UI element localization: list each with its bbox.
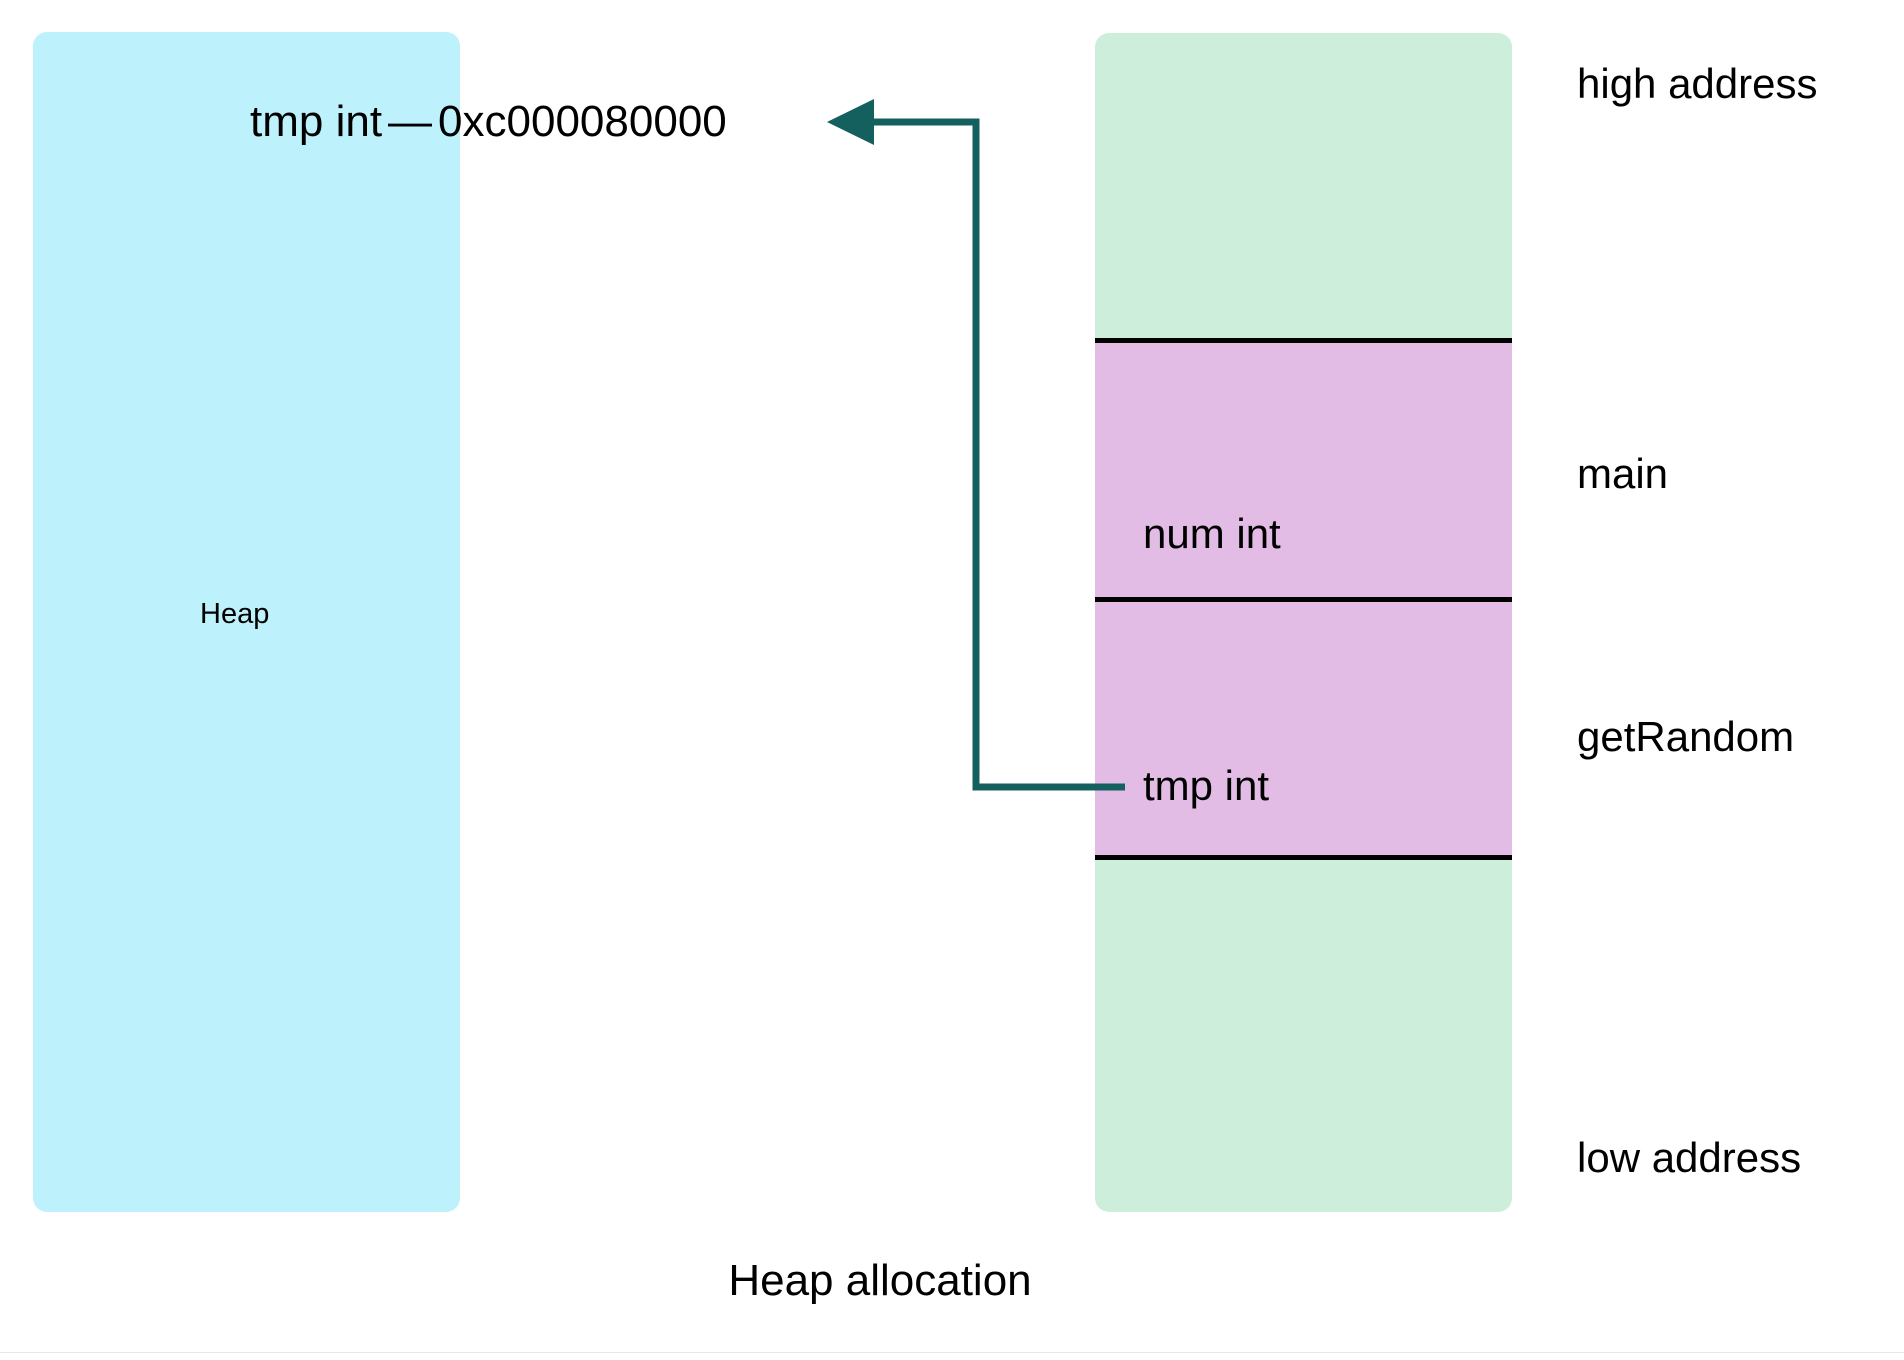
heap-allocation-address: 0xc000080000 [438, 97, 727, 146]
arrowhead-icon [827, 99, 874, 145]
bottom-divider [0, 1352, 1904, 1353]
heap-allocation-variable: tmp int [250, 97, 383, 146]
stack-frame-getrandom [1095, 600, 1512, 858]
heap-allocation-annotation: tmp int—0xc000080000 [250, 100, 727, 144]
connector-path-group [827, 99, 1125, 791]
connector-line [858, 118, 1125, 791]
frame-divider-bottom [1095, 855, 1512, 860]
heap-allocation-separator: — [388, 97, 433, 146]
stack-frame-main [1095, 341, 1512, 600]
frame-divider-top [1095, 338, 1512, 343]
heap-region [33, 32, 460, 1212]
low-address-label: low address [1577, 1134, 1802, 1181]
stack-variable-num-int: num int [1143, 510, 1281, 557]
frame-name-main: main [1577, 450, 1669, 497]
diagram-caption: Heap allocation [728, 1256, 1032, 1305]
stack-variable-tmp-int: tmp int [1143, 762, 1270, 809]
heap-region-label: Heap [200, 598, 270, 630]
high-address-label: high address [1577, 60, 1818, 107]
frame-divider-middle [1095, 597, 1512, 602]
frame-name-getrandom: getRandom [1577, 713, 1795, 760]
